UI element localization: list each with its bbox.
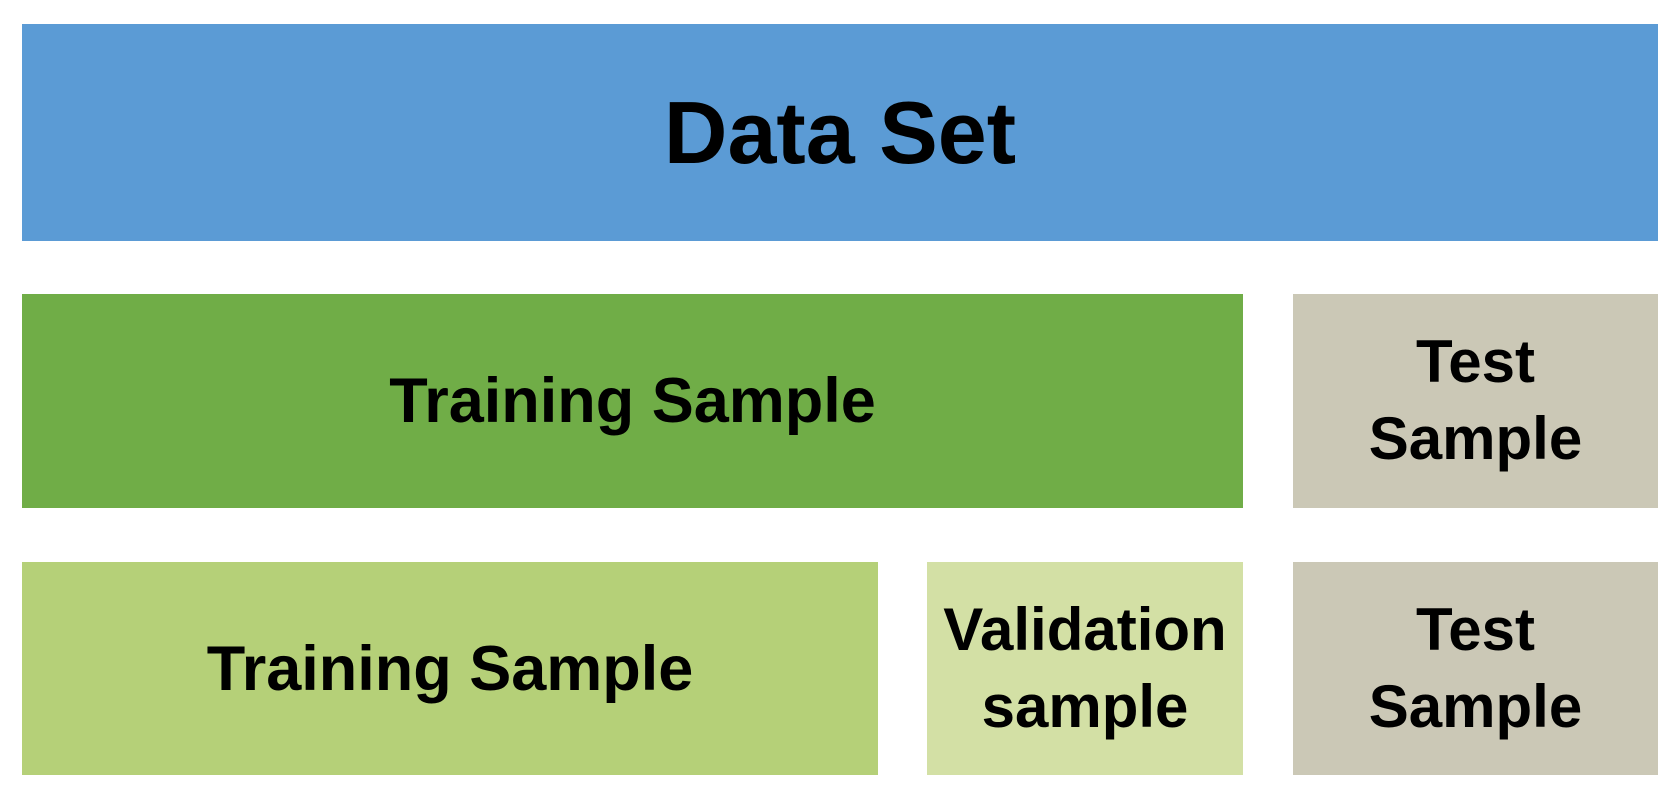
test-sample-bottom-box: Test Sample xyxy=(1293,562,1658,775)
test-sample-top-box: Test Sample xyxy=(1293,294,1658,508)
training-sample-sub-box: Training Sample xyxy=(22,562,878,775)
test-sample-bottom-label-line2: Sample xyxy=(1368,672,1583,740)
validation-sample-label-line1: Validation xyxy=(943,595,1227,663)
validation-sample-label-line2: sample xyxy=(981,672,1189,740)
data-set-label: Data Set xyxy=(663,82,1017,182)
test-sample-top-label-line2: Sample xyxy=(1368,405,1583,472)
validation-sample-box: Validation sample xyxy=(927,562,1243,775)
training-sample-full-label: Training Sample xyxy=(389,366,876,436)
test-sample-top-label-line1: Test xyxy=(1416,328,1535,396)
data-set-box: Data Set xyxy=(22,24,1658,241)
test-sample-bottom-label-line1: Test xyxy=(1416,595,1535,663)
training-sample-full-box: Training Sample xyxy=(22,294,1243,508)
training-sample-sub-label: Training Sample xyxy=(206,633,694,704)
